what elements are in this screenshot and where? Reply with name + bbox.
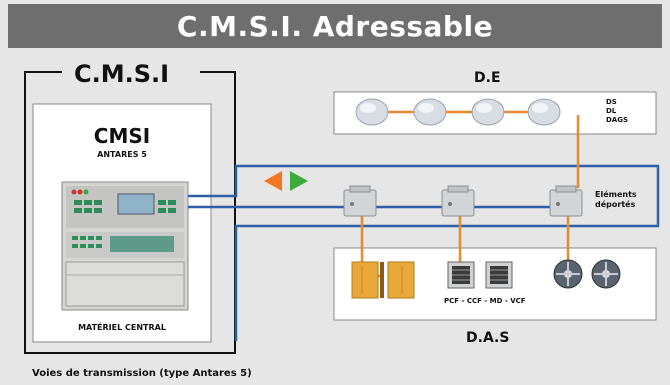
remote-module-icon [343,185,377,217]
damper-icon [447,261,475,289]
footer-caption: Voies de transmission (type Antares 5) [32,368,252,379]
remote-elements-label: Eléments déportés [595,190,637,210]
detector-icon [413,98,447,126]
cmsi-cabinet-illustration [61,181,189,311]
fan-icon [591,259,621,289]
panel-model: ANTARES 5 [97,150,147,159]
panel-title: CMSI [93,124,151,148]
arrow-right-icon [290,171,308,191]
detector-icon [527,98,561,126]
das-label: D.A.S [466,330,510,346]
de-types: DS DL DAGS [606,98,628,125]
de-type-ds: DS [606,98,617,106]
fire-door-icon [351,261,415,299]
remote-module-icon [441,185,475,217]
de-type-dl: DL [606,107,617,115]
title-banner: C.M.S.I. Adressable [8,4,662,48]
remote-elements-line-2: déportés [595,200,636,209]
detector-icon [471,98,505,126]
de-type-dags: DAGS [606,116,629,124]
page-title: C.M.S.I. Adressable [176,9,494,43]
arrow-left-icon [264,171,282,191]
cmsi-group-outline [24,71,236,354]
das-equipment-label: PCF - CCF - MD - VCF [444,297,526,305]
damper-icon [485,261,513,289]
fan-icon [553,259,583,289]
de-label: D.E [474,70,501,86]
remote-elements-line-1: Eléments [595,190,637,199]
remote-module-icon [549,185,583,217]
transmission-bus [188,164,660,341]
detector-icon [355,98,389,126]
cmsi-group-label: C.M.S.I [68,60,176,88]
panel-caption: MATÉRIEL CENTRAL [78,323,166,332]
